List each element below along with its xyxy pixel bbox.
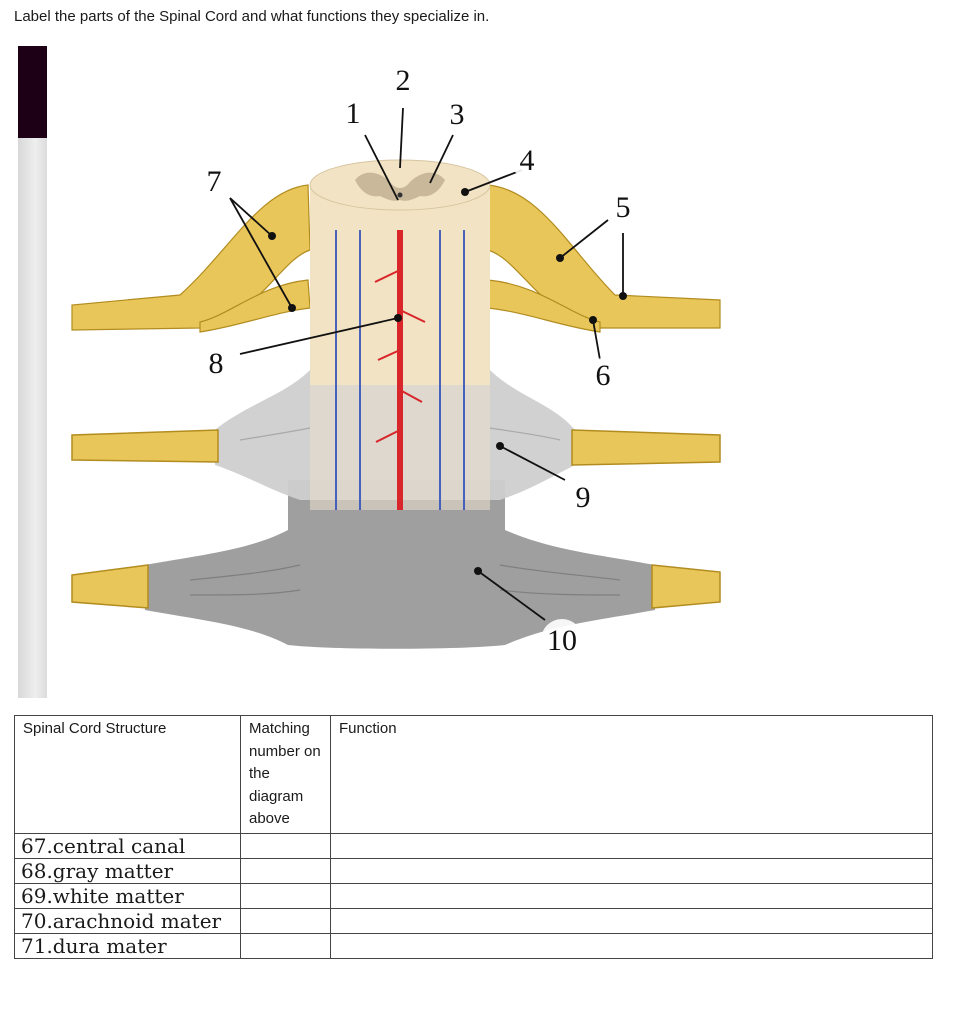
label-9: 9	[566, 480, 600, 514]
svg-text:7: 7	[207, 165, 222, 198]
svg-text:8: 8	[209, 347, 224, 380]
vertical-scrollbar[interactable]	[18, 46, 47, 698]
number-cell[interactable]	[240, 832, 331, 859]
label-10: 10	[541, 619, 583, 661]
svg-text:5: 5	[616, 191, 631, 224]
number-cell[interactable]	[240, 932, 331, 959]
structure-cell: 71.dura mater	[14, 932, 241, 959]
structure-cell: 67.central canal	[14, 832, 241, 859]
function-cell[interactable]	[330, 832, 933, 859]
number-cell[interactable]	[240, 907, 331, 934]
number-cell[interactable]	[240, 857, 331, 884]
label-3: 3	[440, 97, 474, 131]
label-5: 5	[606, 190, 640, 224]
header-number: Matching number on the diagram above	[240, 715, 331, 834]
bottom-nerves	[71, 564, 721, 609]
table-header-row: Spinal Cord Structure Matching number on…	[14, 715, 933, 834]
svg-text:4: 4	[520, 144, 535, 177]
label-8: 8	[199, 346, 233, 380]
structure-table: Spinal Cord Structure Matching number on…	[14, 715, 933, 959]
svg-text:3: 3	[450, 98, 465, 131]
svg-text:1: 1	[346, 97, 361, 130]
svg-text:9: 9	[576, 481, 591, 514]
number-cell[interactable]	[240, 882, 331, 909]
function-cell[interactable]	[330, 857, 933, 884]
table-row: 67.central canal	[14, 832, 933, 859]
label-2: 2	[386, 63, 420, 97]
header-structure: Spinal Cord Structure	[14, 715, 241, 834]
table-row: 71.dura mater	[14, 932, 933, 959]
spinal-cord-diagram: 1 2 3 4 5 6 7 8 9 10	[71, 63, 721, 661]
diagram-labels: 1 2 3 4 5 6 7 8 9 10	[197, 63, 640, 661]
table-row: 68.gray matter	[14, 857, 933, 884]
function-cell[interactable]	[330, 882, 933, 909]
svg-text:6: 6	[596, 359, 611, 392]
function-cell[interactable]	[330, 932, 933, 959]
label-4: 4	[510, 143, 544, 177]
header-function: Function	[330, 715, 933, 834]
table-row: 70.arachnoid mater	[14, 907, 933, 934]
label-7: 7	[197, 164, 231, 198]
table-row: 69.white matter	[14, 882, 933, 909]
leader-lines	[229, 107, 624, 621]
structure-cell: 70.arachnoid mater	[14, 907, 241, 934]
structure-cell: 69.white matter	[14, 882, 241, 909]
middle-nerves	[71, 429, 721, 466]
scrollbar-thumb[interactable]	[18, 46, 47, 138]
upper-nerve-roots	[71, 184, 721, 333]
svg-text:10: 10	[547, 624, 577, 657]
label-1: 1	[336, 96, 370, 130]
leader-dots	[268, 188, 627, 575]
label-6: 6	[586, 358, 620, 392]
function-cell[interactable]	[330, 907, 933, 934]
instruction-text: Label the parts of the Spinal Cord and w…	[14, 8, 490, 25]
blood-vessels	[335, 230, 465, 510]
structure-cell: 68.gray matter	[14, 857, 241, 884]
svg-text:2: 2	[396, 64, 411, 97]
